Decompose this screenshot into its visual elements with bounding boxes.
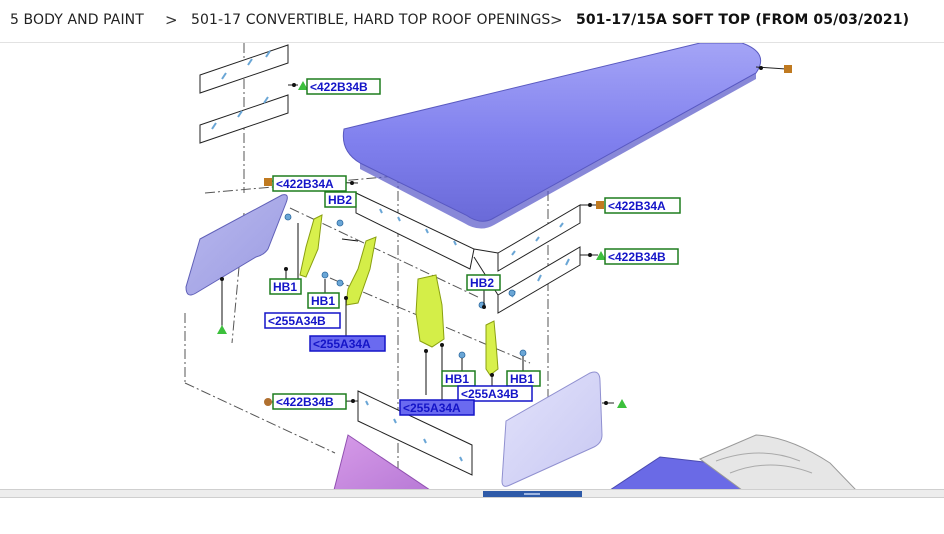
orange-square-marker [784,65,792,73]
callout-422b34a-left[interactable]: <422B34A [272,175,347,192]
svg-text:HB1: HB1 [445,372,469,386]
orange-square-marker [596,201,604,209]
breadcrumb-separator: > [550,11,563,29]
callout-422b34a-right[interactable]: <422B34A [604,197,681,214]
svg-text:HB1: HB1 [273,280,297,294]
svg-text:<255A34B: <255A34B [461,387,519,401]
svg-text:<422B34A: <422B34A [276,177,334,191]
left-side-window-panel [185,194,288,296]
bottom-panel [0,498,944,534]
svg-text:<255A34A: <255A34A [313,337,371,351]
callout-labels[interactable]: <422B34B <422B34A HB2 <422B34A <422B34B … [264,78,681,416]
vehicle-body [609,434,857,490]
breadcrumb-item-soft-top: 501-17/15A SOFT TOP (FROM 05/03/2021) [576,12,910,28]
callout-hb2-left[interactable]: HB2 [324,191,357,208]
svg-text:HB2: HB2 [470,276,494,290]
breadcrumb-item-body-and-paint[interactable]: 5 BODY AND PAINT [10,12,144,28]
callout-hb1-right-2[interactable]: HB1 [506,370,541,387]
weatherstrip-panel-mid-2 [497,204,581,272]
orange-square-marker [264,178,272,186]
exploded-parts-diagram[interactable]: <422B34B <422B34A HB2 <422B34A <422B34B … [0,43,944,490]
weatherstrip-panel-bottom [357,390,473,476]
svg-text:HB2: HB2 [328,193,352,207]
svg-text:<422B34B: <422B34B [310,80,368,94]
callout-255a34a-right-highlighted[interactable]: <255A34A [399,399,475,416]
breadcrumb-separator: > [165,11,178,29]
green-triangle-marker [596,251,606,260]
svg-text:<422B34B: <422B34B [608,250,666,264]
callout-422b34b-right[interactable]: <422B34B [604,248,679,265]
markers [217,65,792,408]
hard-top-roof-panel [342,43,762,229]
callout-255a34b-left[interactable]: <255A34B [264,312,341,329]
svg-text:<255A34B: <255A34B [268,314,326,328]
rear-window-panel [501,371,603,487]
callout-255a34a-left-highlighted[interactable]: <255A34A [309,335,386,352]
callout-hb1-left-2[interactable]: HB1 [307,292,340,309]
green-triangle-marker [298,81,308,90]
svg-text:<422B34B: <422B34B [276,395,334,409]
green-triangle-marker [617,399,627,408]
svg-text:<255A34A: <255A34A [403,401,461,415]
leader-dots [220,66,763,405]
callout-255a34b-right[interactable]: <255A34B [457,385,533,402]
svg-text:HB1: HB1 [510,372,534,386]
breadcrumb-item-convertible-roof-openings[interactable]: 501-17 CONVERTIBLE, HARD TOP ROOF OPENIN… [191,12,551,28]
green-triangle-marker [217,325,227,334]
fasteners [284,213,527,359]
callout-hb1-left-1[interactable]: HB1 [269,278,302,295]
diagram-canvas: <422B34B <422B34A HB2 <422B34A <422B34B … [184,43,857,490]
panel-splitter[interactable] [0,489,944,498]
callout-hb1-right-1[interactable]: HB1 [441,370,476,387]
soft-top-side-panel [333,434,431,490]
callout-422b34b-top[interactable]: <422B34B [306,78,381,95]
breadcrumb: 5 BODY AND PAINT > 501-17 CONVERTIBLE, H… [0,0,944,43]
callout-hb2-right[interactable]: HB2 [466,274,501,291]
orange-circle-marker [264,398,272,406]
bracket-parts [299,214,499,376]
svg-text:<422B34A: <422B34A [608,199,666,213]
callout-422b34b-bottom[interactable]: <422B34B [272,393,347,410]
weatherstrip-panel-top-1 [199,44,289,94]
splitter-grip-icon [524,493,540,495]
svg-text:HB1: HB1 [311,294,335,308]
weatherstrip-panel-top-2 [199,94,289,144]
